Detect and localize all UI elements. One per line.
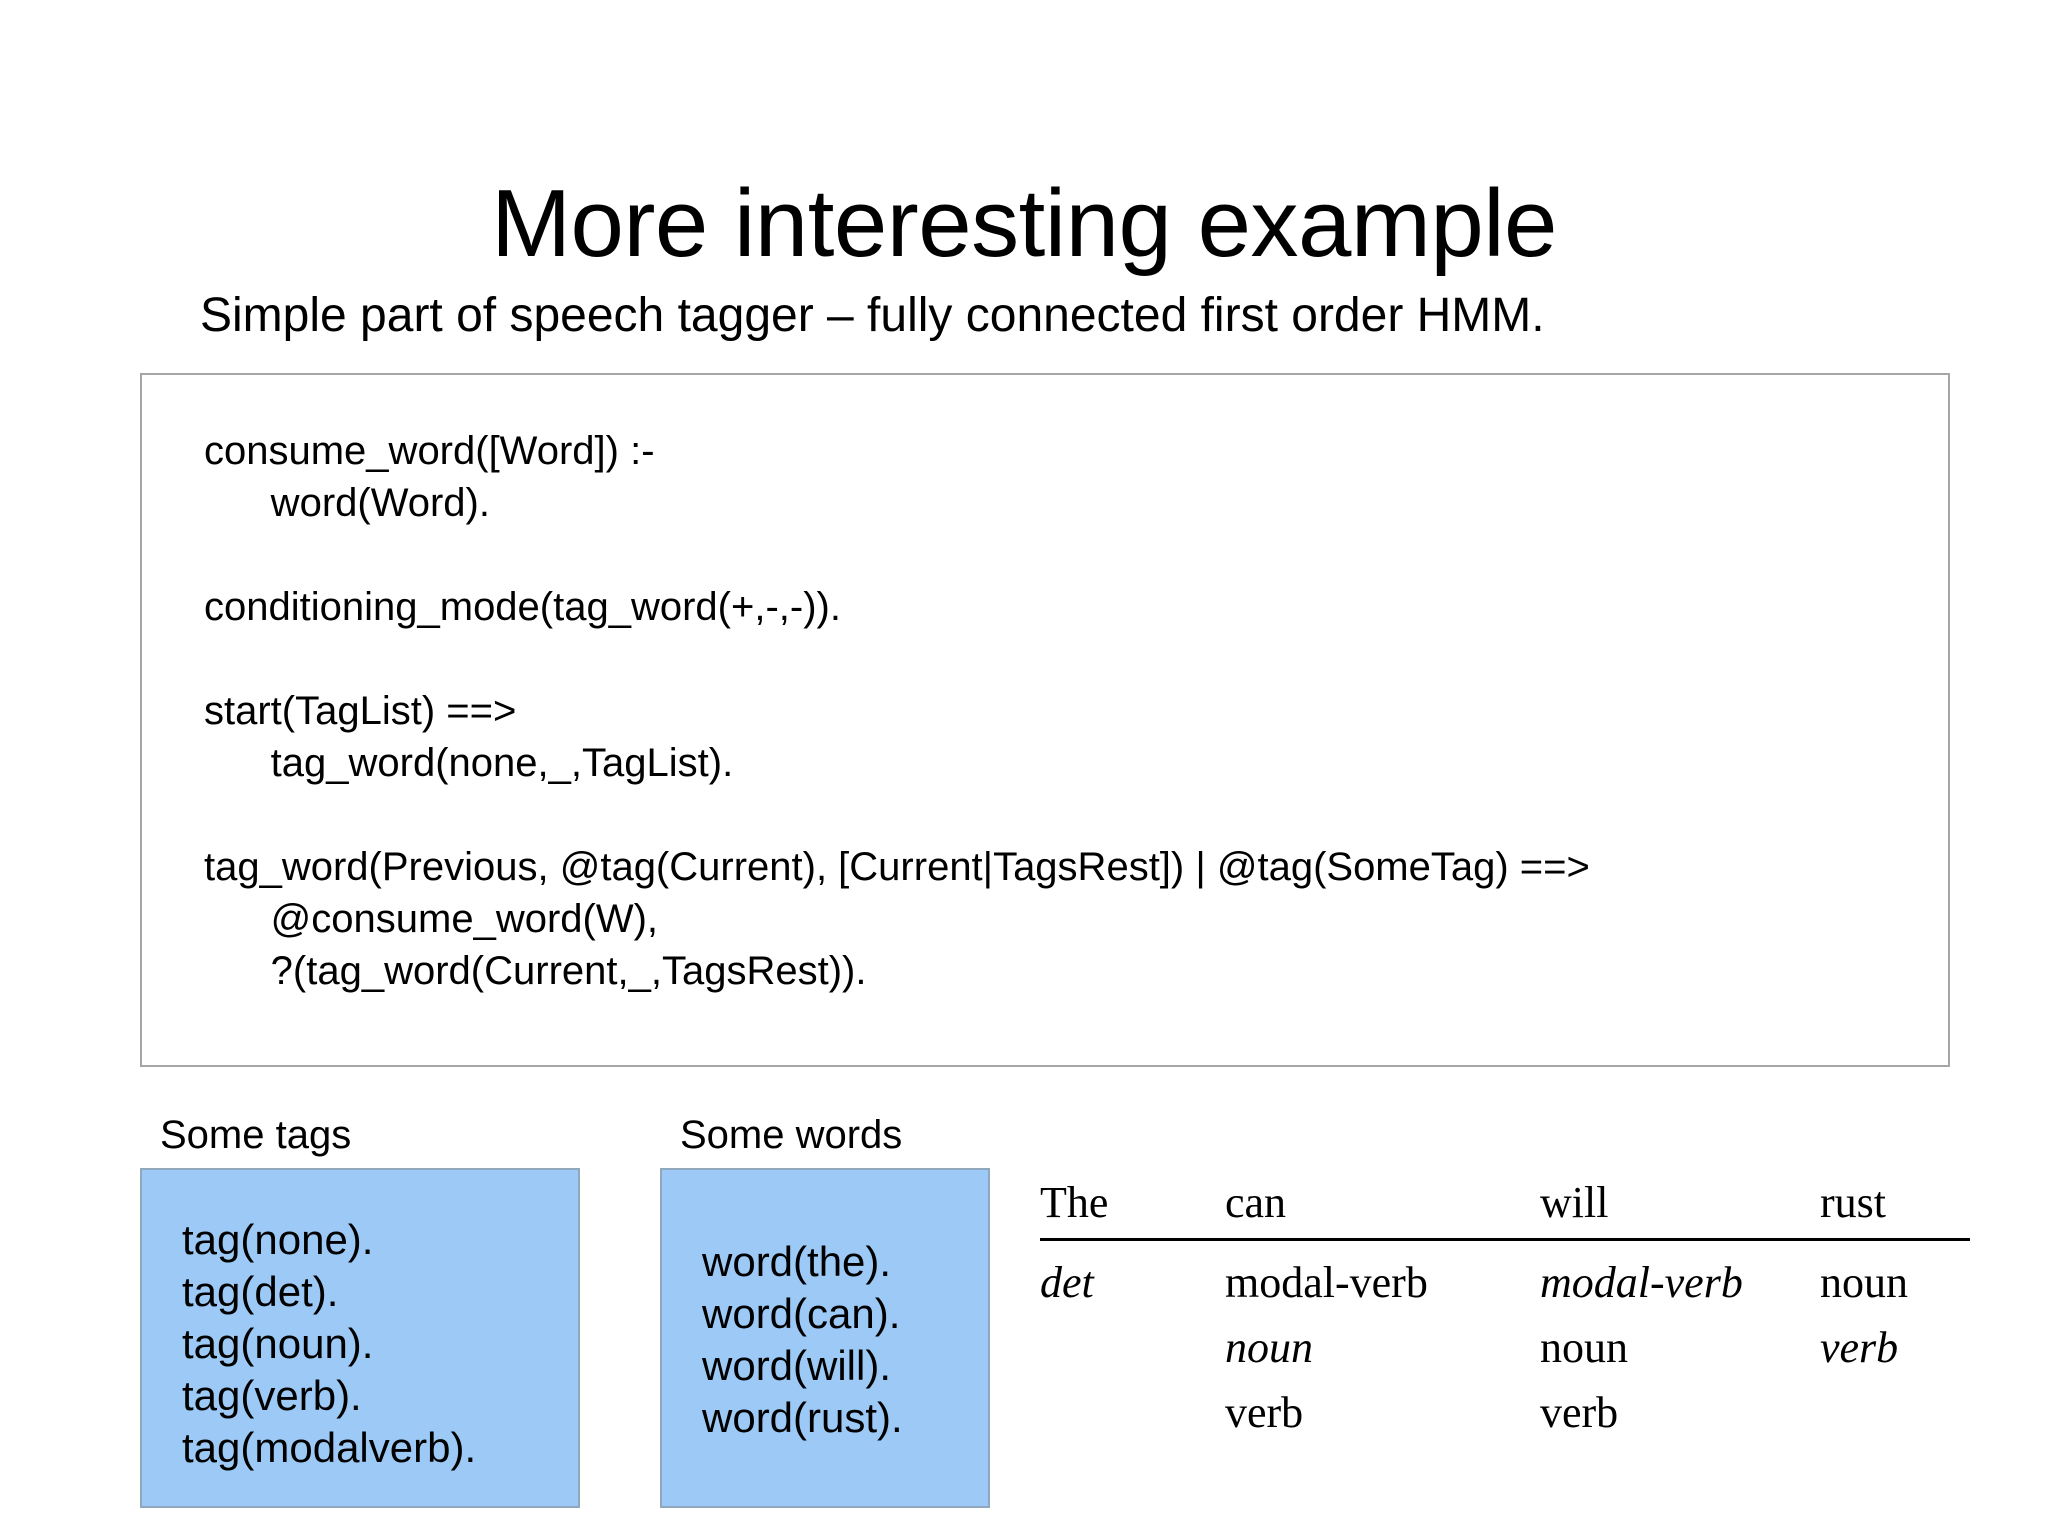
- table-column-header: can: [1225, 1178, 1287, 1227]
- fact-line: word(the).: [702, 1238, 892, 1285]
- word-fact-list: word(the). word(can). word(will). word(rust…: [702, 1236, 903, 1444]
- code-line: word(Word).: [204, 481, 490, 525]
- table-row: det modal-verb modal-verb noun: [1040, 1240, 1970, 1321]
- fact-line: word(will).: [702, 1342, 891, 1389]
- code-listing: consume_word([Word]) :- word(Word). condi…: [204, 425, 1590, 997]
- tag-fact-list: tag(none). tag(det). tag(noun). tag(verb). t…: [182, 1214, 476, 1474]
- fact-line: word(rust).: [702, 1394, 903, 1441]
- table-cell: noun: [1225, 1323, 1313, 1372]
- table-cell: modal-verb: [1540, 1258, 1743, 1307]
- table-cell: verb: [1540, 1388, 1619, 1437]
- table-header-row: The can will rust: [1040, 1175, 1970, 1240]
- table-cell: [1040, 1385, 1225, 1450]
- table-cell: noun: [1820, 1258, 1908, 1307]
- code-line: tag_word(Previous, @tag(Current), [Curre…: [204, 845, 1590, 889]
- code-line: conditioning_mode(tag_word(+,-,-)).: [204, 585, 841, 629]
- tags-panel: tag(none). tag(det). tag(noun). tag(verb). t…: [140, 1168, 580, 1508]
- table-cell: verb: [1820, 1323, 1899, 1372]
- fact-line: tag(none).: [182, 1216, 374, 1263]
- tags-panel-caption: Some tags: [160, 1113, 352, 1157]
- fact-line: word(can).: [702, 1290, 901, 1337]
- table-row: noun noun verb: [1040, 1320, 1970, 1385]
- fact-line: tag(modalverb).: [182, 1424, 477, 1471]
- tag-ambiguity-table: The can will rust det modal-verb modal-verb no…: [1040, 1175, 1970, 1450]
- table-column-header: will: [1540, 1178, 1609, 1227]
- table-column-header: The: [1040, 1178, 1109, 1227]
- table-cell: det: [1040, 1258, 1094, 1307]
- code-block-panel: consume_word([Word]) :- word(Word). condi…: [140, 373, 1950, 1067]
- code-blank-line: [204, 789, 1590, 841]
- code-line: @consume_word(W),: [204, 897, 659, 941]
- words-panel-caption: Some words: [680, 1113, 903, 1157]
- tag-table-header: The can will rust: [1040, 1175, 1970, 1240]
- fact-line: tag(noun).: [182, 1320, 374, 1367]
- fact-line: tag(verb).: [182, 1372, 362, 1419]
- words-panel: word(the). word(can). word(will). word(rust…: [660, 1168, 990, 1508]
- table-cell: modal-verb: [1225, 1258, 1428, 1307]
- table-cell: verb: [1225, 1388, 1304, 1437]
- table-column-header: rust: [1820, 1178, 1886, 1227]
- code-line: start(TagList) ==>: [204, 689, 517, 733]
- table-cell: [1040, 1320, 1225, 1385]
- code-line: ?(tag_word(Current,_,TagsRest)).: [204, 949, 867, 993]
- code-blank-line: [204, 633, 1590, 685]
- page-title: More interesting example: [491, 170, 1557, 278]
- code-line: tag_word(none,_,TagList).: [204, 741, 734, 785]
- table-cell: noun: [1540, 1323, 1628, 1372]
- table-cell: [1820, 1385, 1970, 1450]
- table-row: verb verb: [1040, 1385, 1970, 1450]
- code-blank-line: [204, 529, 1590, 581]
- fact-line: tag(det).: [182, 1268, 339, 1315]
- slide-subtitle: Simple part of speech tagger – fully con…: [200, 289, 1545, 342]
- code-line: consume_word([Word]) :-: [204, 429, 655, 473]
